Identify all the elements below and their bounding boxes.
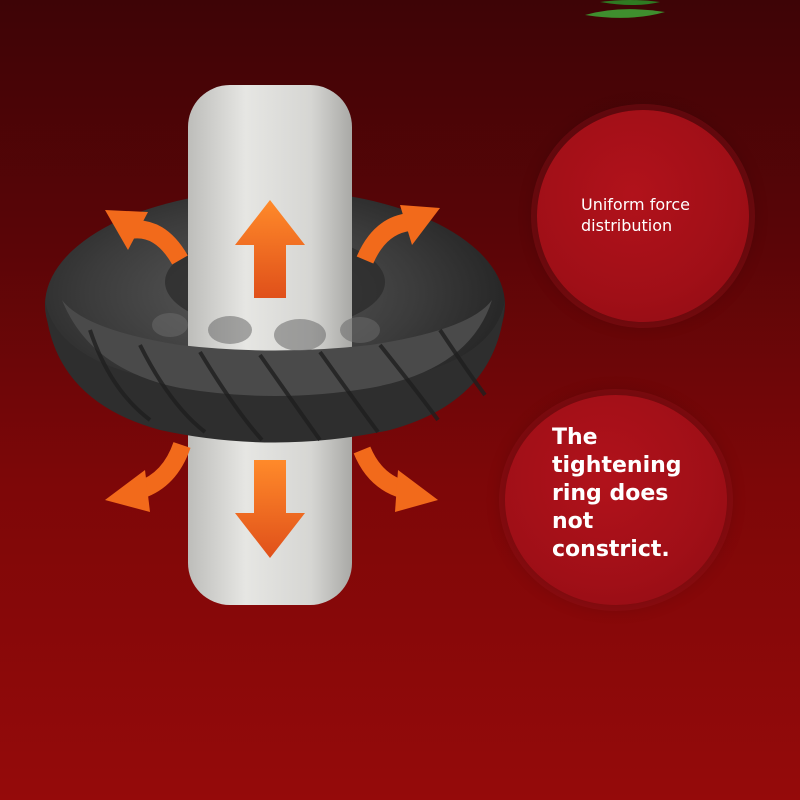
arrow-up-icon xyxy=(235,200,305,298)
arrow-curve-icon xyxy=(356,205,440,264)
arrow-down-icon xyxy=(235,460,305,558)
cylinder xyxy=(188,85,352,605)
arrow-curve-icon xyxy=(353,446,438,512)
arrow-curve-icon xyxy=(105,441,191,512)
badge-uniform-force xyxy=(537,110,749,322)
badge-no-constrict-text: The tightening ring does not constrict. xyxy=(552,425,682,562)
badge-uniform-force-text: Uniform force distribution xyxy=(581,195,690,235)
leaf-decoration xyxy=(585,0,665,18)
ring-front xyxy=(45,300,505,443)
badge-no-constrict xyxy=(505,395,727,605)
arrow-curve-icon xyxy=(105,210,188,265)
